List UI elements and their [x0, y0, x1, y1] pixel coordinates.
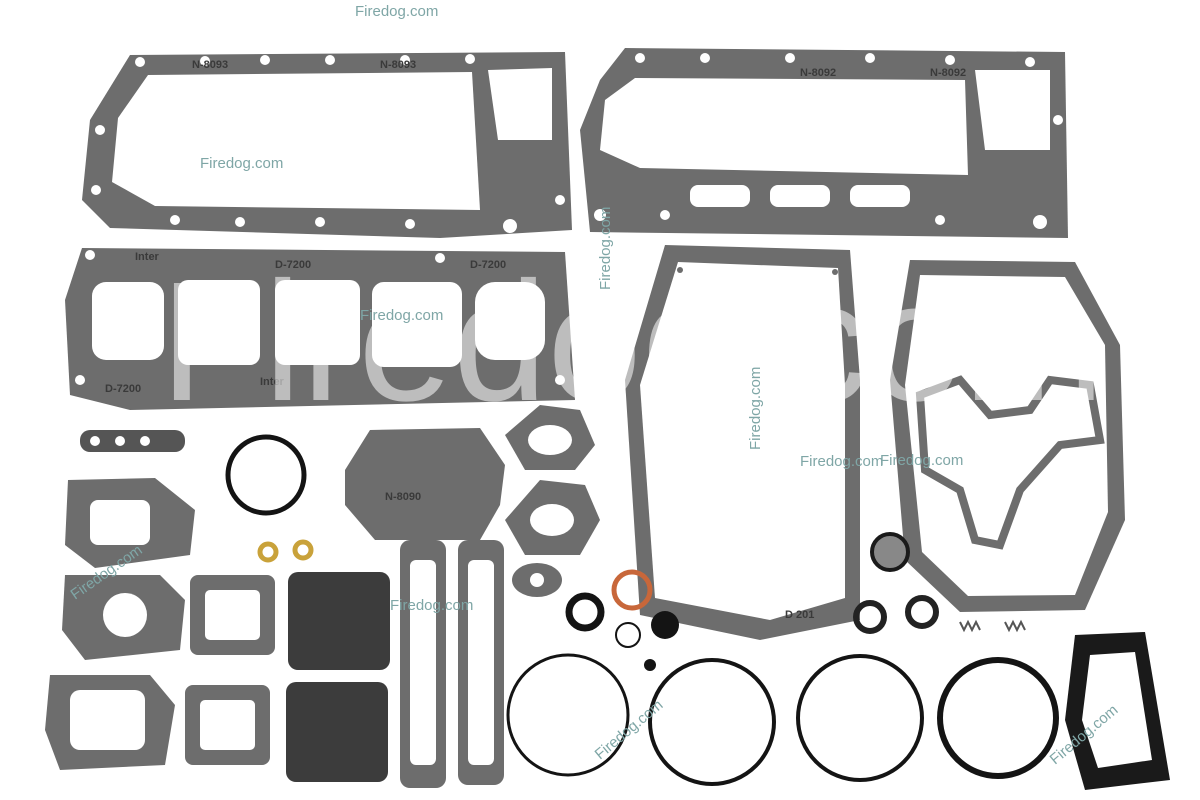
brass-washers — [257, 539, 314, 563]
watermark-7: Firedog.com — [747, 367, 764, 450]
springs — [959, 619, 1026, 633]
seal-right-2 — [905, 595, 939, 629]
seal-right-1 — [853, 600, 887, 634]
plate-gasket: D-7200 D-7200 D-7200 Inter Inter — [65, 248, 575, 410]
cover-gasket-small: N-8090 — [345, 428, 505, 540]
small-grommet — [644, 659, 656, 671]
stamp-inter-b: Inter — [260, 376, 285, 388]
stamp-d7200-a: D-7200 — [275, 259, 311, 271]
stamp-n8090: N-8090 — [385, 491, 421, 503]
reed-gasket-small-1 — [190, 575, 275, 655]
carb-gasket-bottom — [505, 480, 600, 555]
watermark-3: Firedog.com — [800, 453, 883, 470]
stamp-n8092-a: N-8092 — [800, 67, 836, 79]
stamp-n8093-b: N-8093 — [380, 59, 416, 71]
watermark-top: Firedog.com — [355, 3, 438, 20]
watermark-4: Firedog.com — [390, 597, 473, 614]
stamp-inter-a: Inter — [135, 251, 160, 263]
o-ring-large-3 — [796, 654, 924, 782]
watermark-large: Firedog.com — [160, 247, 1105, 437]
long-gasket-1 — [400, 540, 446, 788]
stamp-d201: D 201 — [785, 609, 814, 621]
reed-gasket-small-2 — [185, 685, 270, 765]
block-gasket-tall: D 201 — [625, 245, 860, 640]
watermark-8: Firedog.com — [597, 207, 614, 290]
pump-gasket-1 — [65, 478, 195, 568]
reed-plate-dark-1 — [288, 572, 390, 670]
strip-gasket — [80, 430, 185, 452]
stamp-n8093-a: N-8093 — [192, 59, 228, 71]
needle-bearing — [870, 532, 910, 572]
rubber-frame-seal — [1065, 632, 1170, 790]
watermark-1: Firedog.com — [200, 155, 283, 172]
o-ring-large-2 — [648, 658, 776, 786]
watermark-2: Firedog.com — [360, 307, 443, 324]
stamp-d7200-b: D-7200 — [470, 259, 506, 271]
pump-gasket-2 — [62, 575, 185, 660]
reed-plate-dark-2 — [286, 682, 388, 782]
o-ring-medium — [225, 434, 307, 516]
exhaust-gasket-left: N-8093 N-8093 — [82, 52, 572, 238]
small-oval-gasket-hole — [530, 573, 544, 587]
copper-washer — [611, 569, 653, 611]
stamp-n8092-b: N-8092 — [930, 67, 966, 79]
o-ring-large-1 — [506, 653, 630, 777]
pump-gasket-3 — [45, 675, 175, 770]
rubber-plug — [651, 611, 679, 639]
oil-seal — [565, 592, 605, 632]
small-o-ring — [615, 622, 641, 648]
carb-gasket-top — [505, 405, 595, 470]
long-gasket-2 — [458, 540, 504, 785]
housing-gasket-right — [890, 260, 1125, 612]
watermark-5: Firedog.com — [880, 452, 963, 469]
exhaust-gasket-right: N-8092 N-8092 — [580, 48, 1068, 238]
o-ring-large-4 — [937, 657, 1059, 779]
stamp-d7200-c: D-7200 — [105, 383, 141, 395]
